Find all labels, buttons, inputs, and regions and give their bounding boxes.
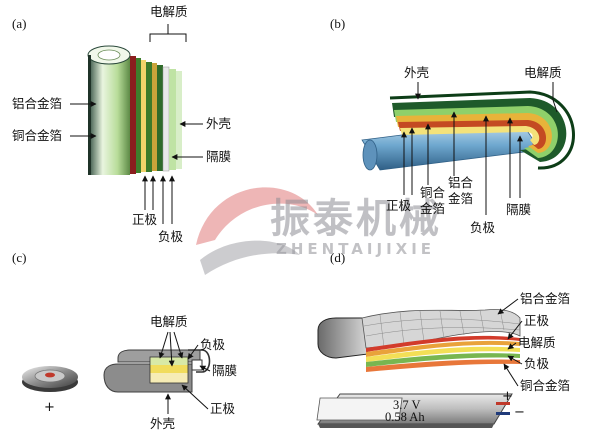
label-c-positive: 正极 [210,401,236,416]
label-a-separator: 隔膜 [206,149,231,164]
cylindrical-cell [87,45,182,175]
label-c-plus: + [44,400,55,415]
label-d-al-foil: 铝合金箔 [520,291,570,306]
coin-cell-icon [22,366,78,392]
panel-b-tag: (b) [330,16,345,31]
rolled-cell [361,90,575,171]
panel-b: (b) 外壳 电解质 正极 铜合 金箔 铝合 [330,16,575,235]
pouch-layers [317,308,521,372]
label-c-electrolyte: 电解质 [150,314,188,329]
label-b-cu-foil-2: 金箔 [420,201,445,216]
panel-a-tag: (a) [12,16,26,31]
label-d-negative: 负极 [524,356,550,371]
panel-a: (a) 电解质 铝合金箔 铜合金箔 外壳 隔膜 [12,4,231,244]
label-d-minus: − [514,405,525,420]
watermark: 振泰机械 ZHENTAIJIXIE [196,187,442,275]
label-a-positive: 正极 [132,212,158,227]
label-b-cu-foil-1: 铜合 [420,185,446,200]
label-d-positive: 正极 [524,313,550,328]
label-c-negative: 负极 [200,337,226,352]
label-d-cu-foil: 铜合金箔 [520,378,570,393]
label-b-negative: 负极 [470,220,496,235]
foil-grid [363,308,521,348]
label-b-positive: 正极 [386,198,412,213]
panel-c: (c) + 电解质 负极 隔膜 正极 外壳 [12,250,237,431]
label-c-separator: 隔膜 [212,363,237,378]
label-d-voltage: 3.7 V [393,398,421,412]
panel-c-tag: (c) [12,250,26,265]
watermark-logo-icon [196,187,318,275]
coin-cross-section [103,349,211,393]
panel-d-tag: (d) [330,250,345,265]
label-b-electrolyte: 电解质 [524,65,562,80]
label-b-shell: 外壳 [404,65,429,80]
panel-d: (d) 铝合金箔 正极 电解质 负极 [316,250,570,428]
label-b-al-foil-1: 铝合 [448,175,474,190]
label-d-plus: + [502,389,513,404]
label-a-al-foil: 铝合金箔 [12,96,62,111]
label-a-cu-foil: 铜合金箔 [12,128,62,143]
label-b-separator: 隔膜 [506,202,531,217]
label-d-capacity: 0.58 Ah [385,410,425,424]
pouch-cell-pack [316,393,513,428]
label-d-electrolyte: 电解质 [518,335,556,350]
label-a-negative: 负极 [158,229,184,244]
label-c-shell: 外壳 [150,416,175,431]
watermark-cn: 振泰机械 [270,196,442,242]
label-b-al-foil-2: 金箔 [448,191,473,206]
label-a-electrolyte: 电解质 [150,4,188,19]
label-a-shell: 外壳 [206,116,231,131]
watermark-en: ZHENTAIJIXIE [276,240,435,258]
